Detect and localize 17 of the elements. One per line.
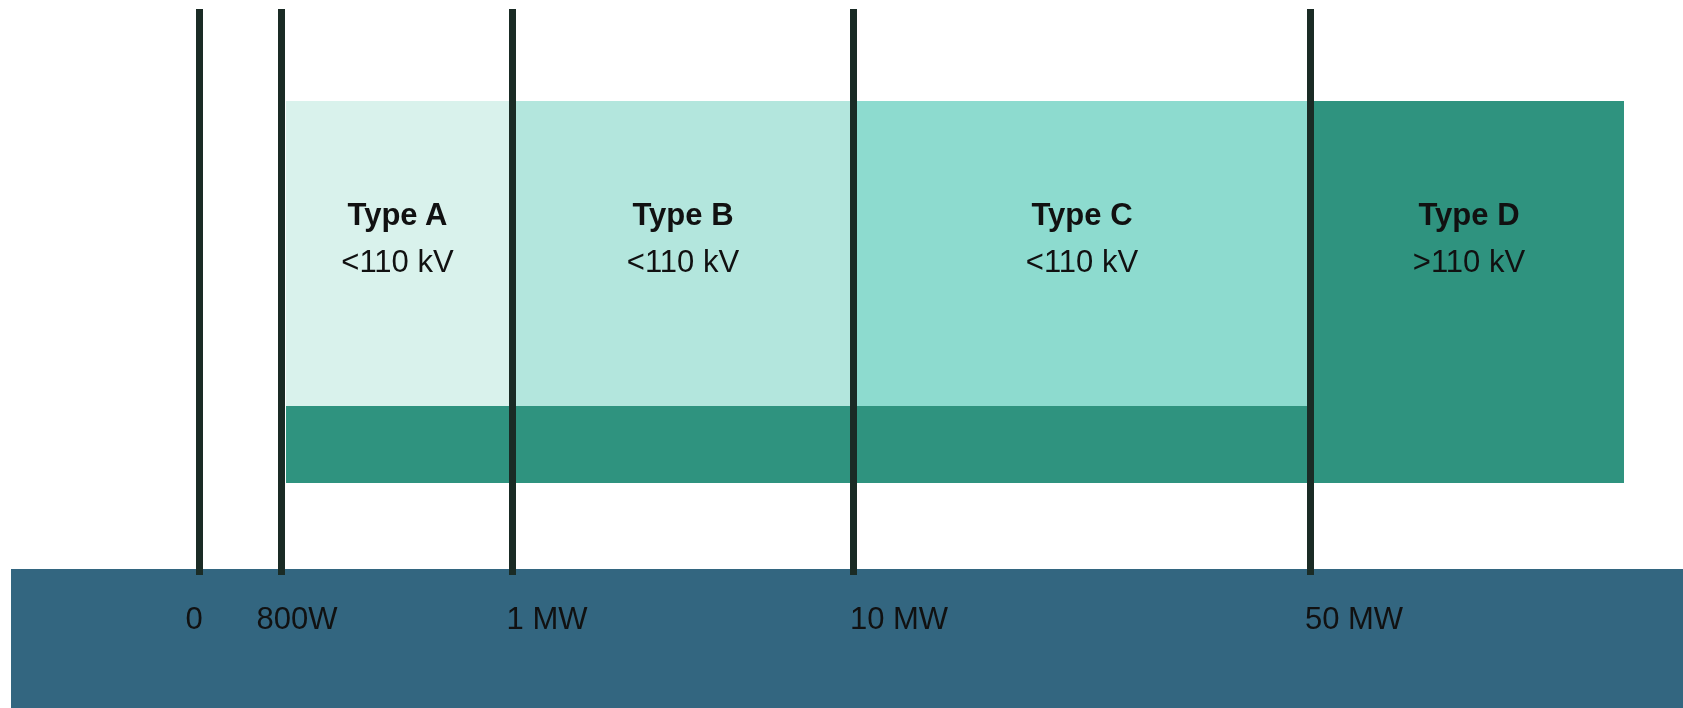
type-title: Type C	[1030, 197, 1134, 233]
type-title: Type D	[1417, 197, 1521, 233]
voltage-label: <110 kV	[625, 244, 741, 280]
axis-label: 1 MW	[506, 601, 588, 637]
category-box	[516, 101, 850, 483]
category-box	[857, 101, 1307, 483]
voltage-label: <110 kV	[340, 244, 455, 280]
type-title: Type B	[631, 197, 735, 233]
type-title: Type A	[346, 197, 449, 233]
category-box	[286, 101, 509, 483]
category-box	[1314, 101, 1624, 483]
axis-label: 10 MW	[849, 601, 949, 637]
axis-label: 50 MW	[1304, 601, 1404, 637]
axis-label: 0	[185, 601, 203, 637]
voltage-label: >110 kV	[1411, 244, 1527, 280]
axis-label: 800W	[256, 601, 338, 637]
voltage-label: <110 kV	[1024, 244, 1140, 280]
